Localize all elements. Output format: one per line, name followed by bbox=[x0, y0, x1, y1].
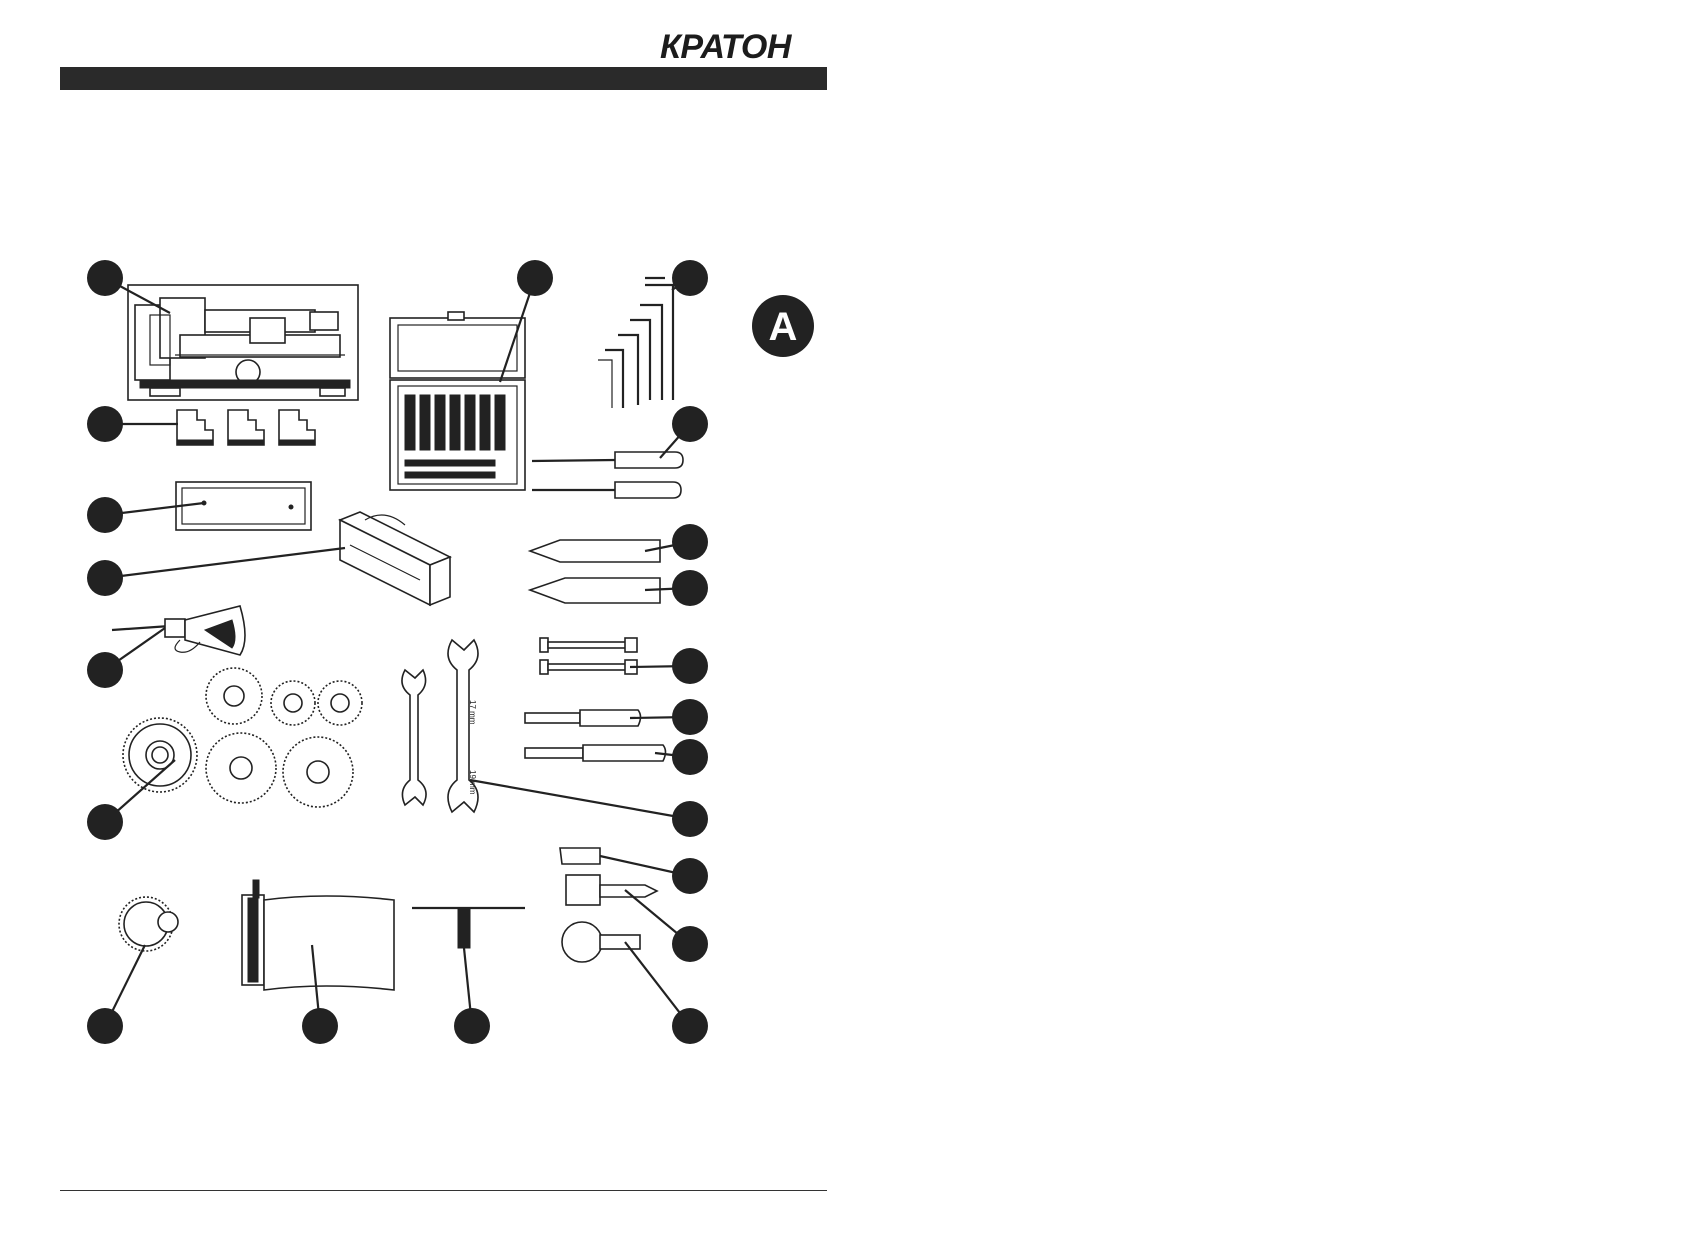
t-wrench-image bbox=[412, 906, 525, 949]
wrenches-image: 17 mm 19 mm bbox=[401, 638, 479, 814]
small-gear-image bbox=[118, 896, 179, 952]
manual-image bbox=[241, 879, 395, 991]
figure-label: A bbox=[768, 305, 798, 349]
brand-logo: КРАТОН bbox=[660, 28, 791, 66]
change-gears-image bbox=[122, 667, 363, 808]
oil-can-image bbox=[111, 605, 246, 656]
figure-label-badge: A bbox=[752, 295, 814, 357]
dead-centers-image bbox=[527, 539, 661, 604]
header-bar bbox=[60, 67, 827, 90]
shafts-image bbox=[524, 709, 667, 762]
footer-rule bbox=[60, 1190, 827, 1191]
bolts-image bbox=[539, 637, 638, 675]
hex-keys-image bbox=[598, 276, 675, 408]
backing-plate-image bbox=[175, 481, 312, 531]
cutter-set-case-image bbox=[389, 311, 526, 491]
chuck-jaws-image bbox=[176, 409, 316, 446]
wrench-size-top: 17 mm bbox=[468, 700, 477, 725]
callout-markers bbox=[87, 260, 708, 1044]
live-center-image bbox=[559, 847, 659, 963]
wrench-size-bottom: 19 mm bbox=[468, 770, 477, 795]
toolbox-image bbox=[338, 511, 452, 607]
screwdrivers-image bbox=[531, 451, 684, 499]
lathe-image bbox=[127, 284, 359, 401]
